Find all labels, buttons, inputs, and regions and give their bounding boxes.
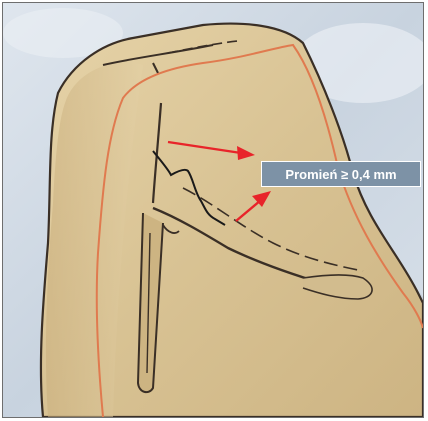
radius-label-text: Promień ≥ 0,4 mm — [285, 167, 396, 182]
illustration-frame: Promień ≥ 0,4 mm — [2, 2, 424, 418]
tooth-illustration — [3, 3, 423, 417]
radius-label: Promień ≥ 0,4 mm — [261, 161, 421, 187]
